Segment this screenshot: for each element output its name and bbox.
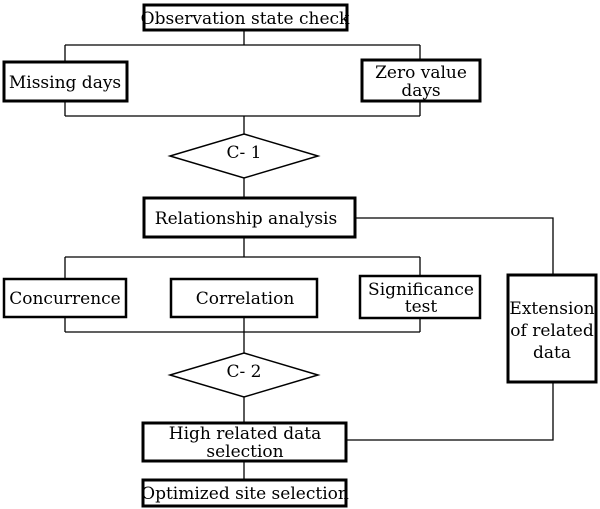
decision-c1-diamond	[167, 133, 321, 179]
extension-label-line1: Extension	[509, 299, 594, 319]
concurrence-box	[2, 277, 128, 319]
significance-test-label-line1: Significance	[368, 280, 474, 300]
observation-check-box	[142, 3, 349, 32]
significance-test-label-line2: test	[405, 297, 438, 317]
significance-test-box	[358, 274, 482, 320]
concurrence-label: Concurrence	[9, 289, 121, 309]
observation-check-label: Observation state check	[141, 9, 350, 29]
relationship-analysis-box	[142, 196, 357, 239]
high-related-label-line2: selection	[206, 442, 283, 462]
correlation-box	[169, 277, 319, 319]
high-related-selection-box	[141, 421, 348, 463]
zero-value-label-line1: Zero value	[375, 63, 467, 83]
connector-relationship-to-extension	[355, 217, 554, 275]
relationship-analysis-label: Relationship analysis	[155, 209, 337, 229]
zero-value-label-line2: days	[401, 81, 440, 101]
optimized-site-selection-box	[141, 478, 348, 508]
correlation-label: Correlation	[196, 289, 295, 309]
connector-extension-to-high	[346, 382, 554, 441]
high-related-label-line1: High related data	[169, 424, 321, 444]
decision-c2-label: C- 2	[227, 362, 262, 382]
extension-label-line3: data	[533, 343, 571, 363]
extension-related-data-box	[506, 273, 598, 384]
zero-value-box	[360, 58, 482, 103]
optimized-site-label: Optimized site selection	[141, 484, 349, 504]
decision-c2-diamond	[167, 352, 321, 398]
missing-days-label: Missing days	[9, 73, 121, 93]
connectors	[64, 30, 554, 480]
extension-label-line2: of related	[510, 321, 594, 341]
missing-days-box	[2, 60, 129, 103]
decision-c1-label: C- 1	[227, 143, 262, 163]
